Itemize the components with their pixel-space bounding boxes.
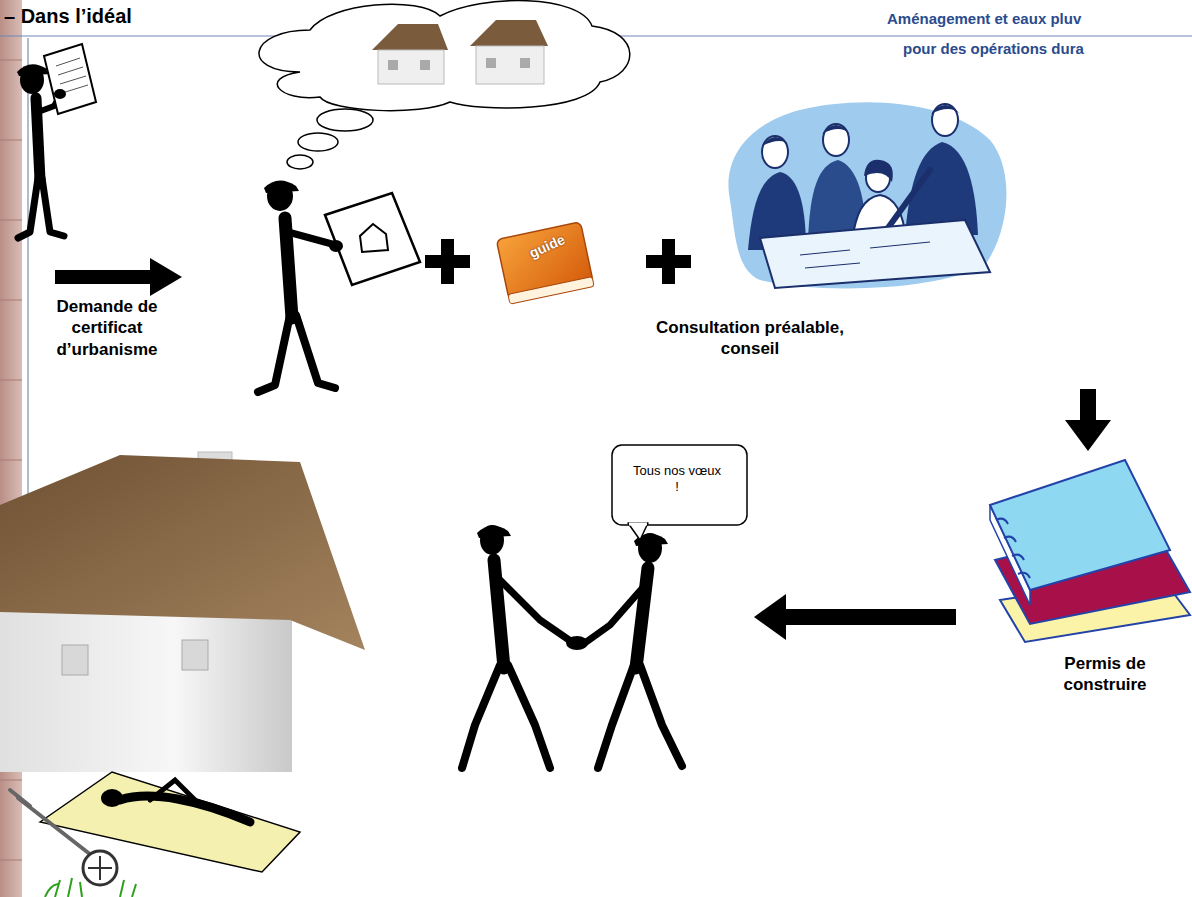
- dream-cloud-part: [378, 50, 444, 84]
- plus-sign-part: [662, 239, 675, 284]
- meeting-picture-part: [864, 160, 893, 182]
- permit-books: [990, 460, 1190, 642]
- person-with-plan-part: [264, 180, 299, 193]
- dream-cloud-part: [470, 20, 548, 46]
- person-with-plan-part: [329, 240, 343, 252]
- meeting-picture-part: [760, 220, 990, 288]
- dream-cloud-part: [372, 24, 448, 50]
- meeting-picture-part: [800, 242, 930, 268]
- handshake-part: [498, 578, 572, 642]
- relaxing-person-part: [45, 878, 136, 897]
- speech-bubble-text: Tous nos vœux !: [632, 463, 722, 496]
- house-part: [182, 640, 208, 670]
- person-reading-part: [56, 58, 88, 93]
- person-reading-part: [18, 178, 64, 238]
- dream-cloud-part: [317, 109, 373, 131]
- handshake-part: [582, 584, 646, 645]
- handshake-part: [477, 525, 511, 538]
- dream-cloud-part: [520, 58, 530, 68]
- house: [0, 452, 365, 772]
- relaxing-person-part: [150, 780, 195, 800]
- header-text-wrap: Aménagement et eaux pluv: [887, 10, 1187, 27]
- house-part: [0, 600, 292, 772]
- person-with-plan: [258, 180, 420, 392]
- dream-cloud: [259, 1, 630, 169]
- block-arrow: [1065, 389, 1111, 451]
- meeting-picture-part: [728, 102, 1006, 288]
- dream-cloud-part: [287, 155, 313, 169]
- person-reading-part: [17, 64, 50, 76]
- step-label: Consultation préalable, conseil: [630, 317, 870, 360]
- plus-sign-part: [441, 239, 454, 284]
- dream-cloud-part: [420, 60, 430, 70]
- handshake-part: [598, 665, 682, 768]
- relaxing-person-part: [120, 796, 250, 822]
- person-reading: [17, 44, 96, 238]
- meeting-picture-part: [823, 124, 849, 156]
- person-with-plan-part: [360, 224, 388, 252]
- header-text-wrap: pour des opérations dura: [903, 40, 1192, 57]
- house-part: [62, 645, 88, 675]
- relaxing-person-part: [83, 851, 117, 885]
- diagram-title: – Dans l’idéal: [4, 5, 132, 28]
- header-text: Aménagement et eaux pluv: [887, 10, 1187, 27]
- person-reading-part: [44, 44, 96, 114]
- person-reading-part: [54, 89, 66, 99]
- relaxing-person-part: [40, 772, 300, 872]
- step-label: Demande de certificat d’urbanisme: [38, 296, 176, 360]
- meeting-picture-part: [931, 105, 960, 114]
- permit-books-part: [990, 460, 1170, 590]
- dream-cloud-part: [486, 58, 496, 68]
- relaxing-person-part: [101, 789, 123, 807]
- dream-cloud-part: [388, 60, 398, 70]
- relaxing-person-part: [88, 856, 112, 880]
- house-part: [0, 455, 365, 650]
- relaxing-person-part: [10, 790, 30, 806]
- step-label: Permis de construire: [1030, 653, 1180, 696]
- meeting-picture-part: [822, 125, 850, 134]
- meeting-picture: [728, 102, 1006, 288]
- permit-step: Permis de construire: [960, 455, 1185, 730]
- guide-book: [496, 222, 594, 304]
- handshake-part: [628, 523, 648, 540]
- step-arrow: [55, 258, 182, 296]
- handshake-part: [612, 445, 747, 525]
- dream-cloud-part: [298, 133, 338, 151]
- title-wrap: – Dans l’idéal: [4, 5, 132, 28]
- block-arrow: [754, 594, 956, 640]
- guide-book-part: [508, 277, 594, 305]
- book-title: guide: [512, 224, 582, 267]
- person-with-plan-part: [325, 193, 420, 285]
- handshake-part: [629, 523, 647, 526]
- handshake-part: [566, 636, 588, 650]
- dream-cloud-part: [259, 1, 630, 111]
- step-label-wrap: Demande de certificat d’urbanisme: [38, 296, 176, 360]
- meeting-step: Consultation préalable, conseil: [610, 95, 1110, 385]
- header-text: pour des opérations dura: [903, 40, 1192, 57]
- handshake-step: Tous nos vœux !: [440, 440, 750, 780]
- person-with-plan-part: [288, 232, 332, 244]
- book-title-wrap: guide: [512, 238, 582, 254]
- relaxing-person: [10, 772, 300, 897]
- person-with-plan-part: [258, 315, 335, 392]
- meeting-picture-part: [762, 137, 790, 146]
- handshake-part: [462, 665, 550, 768]
- handshake: [462, 445, 747, 768]
- dream-cloud-part: [476, 46, 544, 84]
- permit-books-part: [996, 519, 1030, 578]
